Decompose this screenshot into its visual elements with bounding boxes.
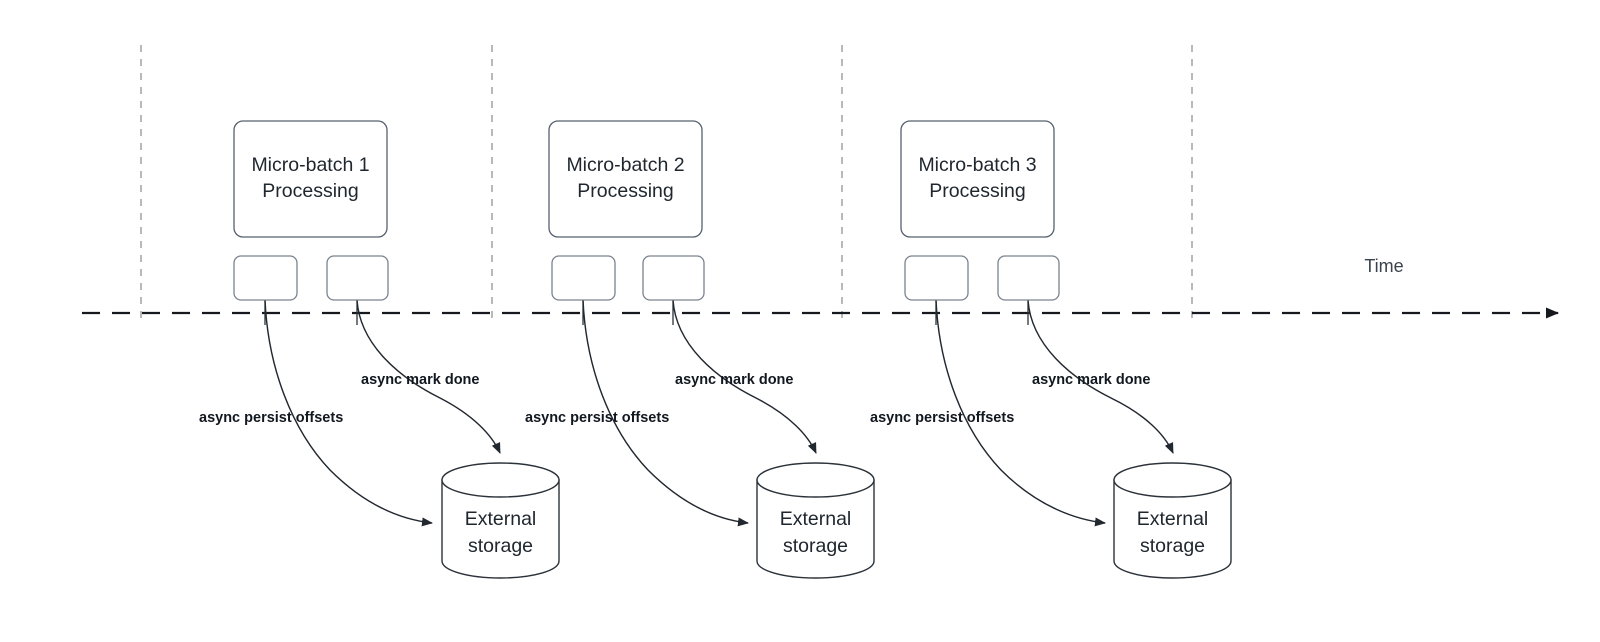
- flow-persist-offsets-3: [935, 299, 1106, 527]
- external-storage-1-label-line2: storage: [468, 535, 533, 557]
- micro-batch-2-task-a[interactable]: [551, 255, 616, 301]
- micro-batch-2-processing-box[interactable]: [548, 120, 703, 238]
- edge-label-mark-done-1: async mark done: [361, 372, 479, 388]
- external-storage-2-label-line2: storage: [783, 535, 848, 557]
- micro-batch-3-processing-box[interactable]: [900, 120, 1055, 238]
- micro-batch-1-label-line1: Micro-batch 1: [251, 154, 369, 176]
- flow-mark-done-2: [672, 299, 817, 454]
- micro-batch-1-task-b[interactable]: [326, 255, 389, 301]
- external-storage-3[interactable]: [1113, 462, 1232, 579]
- micro-batch-2-label-line2: Processing: [577, 180, 673, 202]
- micro-batch-group-2: Micro-batch 2 Processing External storag…: [525, 120, 875, 579]
- micro-batch-group-3: Micro-batch 3 Processing External storag…: [870, 120, 1232, 579]
- edge-label-persist-offsets-2: async persist offsets: [525, 410, 669, 426]
- flow-persist-offsets-1: [264, 299, 433, 527]
- external-storage-1[interactable]: [441, 462, 560, 579]
- flow-mark-done-1: [356, 299, 501, 454]
- micro-batch-3-task-b[interactable]: [997, 255, 1060, 301]
- external-storage-2[interactable]: [756, 462, 875, 579]
- micro-batch-2-task-b[interactable]: [642, 255, 705, 301]
- time-axis-label: Time: [1364, 256, 1403, 276]
- edge-label-mark-done-3: async mark done: [1032, 372, 1150, 388]
- flow-mark-done-3: [1027, 299, 1174, 454]
- micro-batch-1-label-line2: Processing: [262, 180, 358, 202]
- micro-batch-group-1: Micro-batch 1 Processing External storag…: [199, 120, 560, 579]
- micro-batch-3-label-line2: Processing: [929, 180, 1025, 202]
- external-storage-3-label-line2: storage: [1140, 535, 1205, 557]
- micro-batch-3-task-a[interactable]: [904, 255, 969, 301]
- micro-batch-2-label-line1: Micro-batch 2: [566, 154, 684, 176]
- external-storage-1-label-line1: External: [465, 508, 537, 530]
- edge-label-persist-offsets-3: async persist offsets: [870, 410, 1014, 426]
- flow-persist-offsets-2: [582, 299, 749, 527]
- micro-batch-3-label-line1: Micro-batch 3: [918, 154, 1036, 176]
- edge-label-persist-offsets-1: async persist offsets: [199, 410, 343, 426]
- edge-label-mark-done-2: async mark done: [675, 372, 793, 388]
- micro-batch-1-processing-box[interactable]: [233, 120, 388, 238]
- micro-batch-1-task-a[interactable]: [233, 255, 298, 301]
- tick-line-group: [140, 45, 1193, 325]
- external-storage-2-label-line1: External: [780, 508, 852, 530]
- external-storage-3-label-line1: External: [1137, 508, 1209, 530]
